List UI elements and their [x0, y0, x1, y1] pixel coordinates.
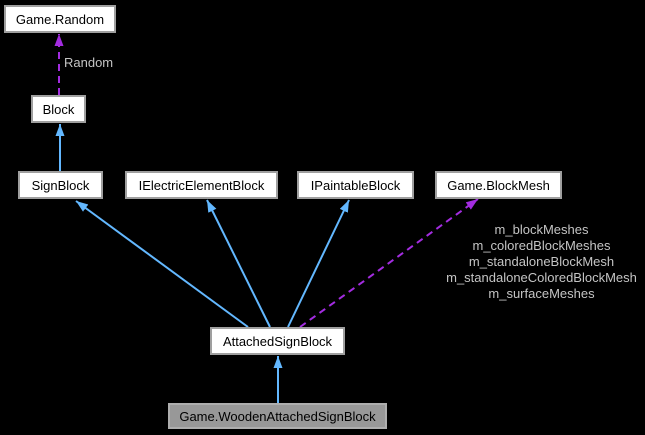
node-attachedsignblock[interactable]: AttachedSignBlock	[210, 327, 345, 355]
edge-usage-attached-to-game-blockmesh	[299, 198, 479, 328]
edge-label-random: Random	[64, 55, 114, 70]
edge-label-member-line: m_coloredBlockMeshes	[472, 238, 611, 253]
edge-inheritance-attached-to-signblock	[75, 200, 249, 328]
node-game-random[interactable]: Game.Random	[4, 5, 116, 33]
node-signblock[interactable]: SignBlock	[18, 171, 103, 199]
edge-inheritance-attached-to-ielectricelementblock	[206, 199, 271, 328]
node-ielectricelementblock[interactable]: IElectricElementBlock	[125, 171, 278, 199]
edge-label-member-line: m_blockMeshes	[494, 222, 589, 237]
edge-label-member-line: m_surfaceMeshes	[488, 286, 595, 301]
edge-label-member-line: m_standaloneBlockMesh	[468, 254, 615, 269]
node-block[interactable]: Block	[31, 95, 86, 123]
node-ipaintableblock[interactable]: IPaintableBlock	[297, 171, 414, 199]
edge-inheritance-attached-to-ipaintableblock	[287, 199, 350, 328]
node-game-woodenattachedsignblock-current: Game.WoodenAttachedSignBlock	[168, 403, 387, 429]
edge-label-blockmesh-members: m_blockMeshes m_coloredBlockMeshes m_sta…	[438, 222, 645, 302]
node-game-blockmesh[interactable]: Game.BlockMesh	[435, 171, 562, 199]
edge-label-member-line: m_standaloneColoredBlockMesh	[446, 270, 637, 285]
